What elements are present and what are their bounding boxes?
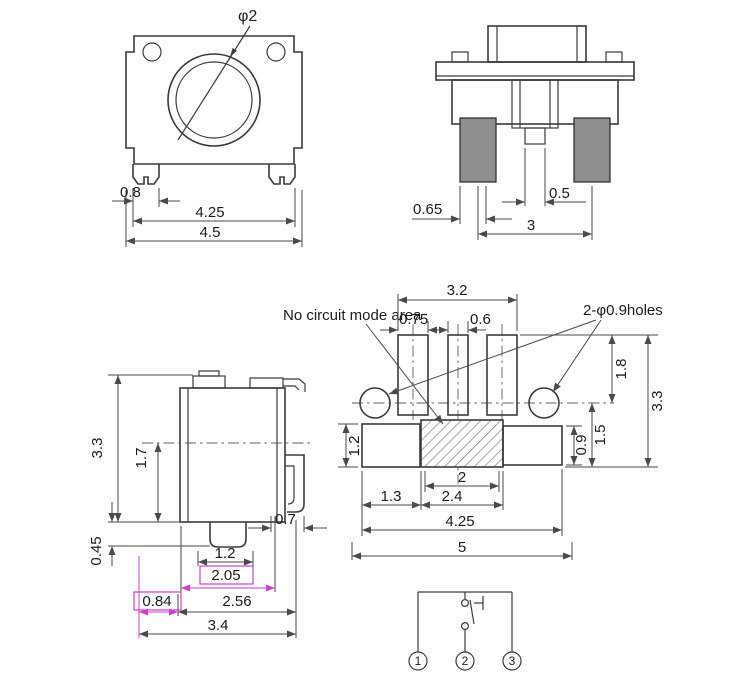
- dim-fp-lower-span: 4.25: [445, 513, 474, 530]
- side-leg-outer: [285, 454, 305, 513]
- dim-fp-lower-left: 1.3: [381, 488, 402, 505]
- pad-top-right: [486, 334, 518, 416]
- footprint-view: No circuit mode area 2-φ0.9holes: [283, 282, 666, 560]
- top-claw-outer: [283, 378, 306, 392]
- dim-top-leg-width: 0.8: [120, 184, 141, 201]
- top-bump: [192, 375, 226, 389]
- top-claw-inner: [283, 385, 300, 391]
- button-outer-circle: [167, 53, 261, 147]
- note-leader-line: [365, 323, 444, 425]
- dim-fp-pad-left: 0.75: [399, 311, 428, 328]
- no-circuit-area: [420, 419, 504, 468]
- corner-peg-left: [142, 42, 162, 62]
- diameter-label: φ2: [238, 8, 257, 25]
- flange: [435, 61, 635, 81]
- diameter-leader-line: [177, 25, 251, 141]
- flange-tab-right: [605, 51, 623, 63]
- dim-side-height: 3.3: [89, 438, 106, 459]
- top-view-left-leg: [132, 164, 160, 185]
- highlight-box-2-05: [199, 565, 254, 585]
- dim-fp-total-height: 3.3: [649, 391, 666, 412]
- terminal-2-circle: [455, 651, 475, 671]
- plunger-block: [511, 79, 559, 129]
- holes-leader-right: [552, 319, 602, 393]
- dim-front-pitch: 3: [527, 217, 535, 234]
- dim-fp-lower-mid: 2.4: [442, 488, 463, 505]
- dim-fp-total-width: 5: [458, 539, 466, 556]
- top-view: φ2 0.8 4.25 4.5: [112, 8, 303, 247]
- right-terminal: [573, 117, 611, 183]
- contact-upper: [461, 598, 470, 607]
- side-body: [179, 387, 286, 523]
- pad-mid-right: [502, 425, 563, 466]
- dim-side-offset-b: 0.84: [142, 593, 171, 610]
- pad-top-middle: [447, 334, 469, 416]
- corner-peg-right: [266, 42, 286, 62]
- dim-side-offset-a: 2.05: [211, 567, 240, 584]
- top-view-right-leg: [268, 164, 296, 185]
- top-bump-cap: [198, 370, 220, 377]
- dim-side-inner-height: 1.7: [133, 448, 150, 469]
- top-view-dimension-lines: [112, 188, 303, 247]
- leader-arrowhead: [230, 48, 237, 57]
- dim-front-leg: 0.65: [413, 201, 442, 218]
- schematic: 1 2 3: [408, 591, 522, 671]
- button-inner-circle: [175, 61, 253, 139]
- dim-top-leg-span: 4.25: [195, 204, 224, 221]
- highlight-box-0-84: [133, 591, 182, 611]
- pad-mid-left: [361, 423, 421, 468]
- no-circuit-note: No circuit mode area: [283, 307, 422, 324]
- dim-fp-hole-offset: 1.8: [613, 359, 630, 380]
- terminal-1-circle: [408, 651, 428, 671]
- dim-side-offset-c: 2.56: [222, 593, 251, 610]
- dim-top-body-width: 4.5: [200, 224, 221, 241]
- schematic-wires: [417, 591, 513, 652]
- side-view-dimension-lines: [108, 374, 327, 638]
- mounting-hole-right: [528, 387, 560, 419]
- terminal-3-circle: [502, 651, 522, 671]
- side-leg-inner: [285, 465, 295, 505]
- side-view: 3.3 1.7 0.45 0.7 1.2 2.05 0.84 2.56 3.4: [88, 370, 327, 638]
- flange-tab-left: [451, 51, 469, 63]
- left-terminal: [459, 117, 497, 183]
- bottom-pin: [209, 522, 247, 548]
- dim-side-foot: 0.7: [275, 511, 296, 528]
- dim-side-pin-height: 0.45: [88, 536, 105, 565]
- button-knob: [487, 25, 587, 63]
- pad-top-left: [397, 334, 429, 416]
- footprint-dimension-lines: [338, 294, 658, 560]
- dim-fp-pad-height: 1.2: [346, 436, 363, 457]
- mounting-hole-left: [359, 387, 391, 419]
- terminal-1-label: 1: [415, 654, 422, 668]
- terminal-2-label: 2: [462, 654, 469, 668]
- holes-leader-left: [388, 319, 597, 395]
- dim-fp-pad-mid: 0.6: [470, 311, 491, 328]
- top-right-stub: [249, 377, 284, 389]
- dim-side-width: 3.4: [208, 617, 229, 634]
- front-view: 0.65 0.5 3: [412, 25, 635, 240]
- dim-fp-pad-right-height: 0.9: [573, 435, 590, 456]
- holes-label: 2-φ0.9holes: [583, 302, 663, 319]
- dim-side-pin-width: 1.2: [215, 545, 236, 562]
- top-view-body-outline: [125, 35, 303, 165]
- dim-fp-center: 2: [458, 469, 466, 486]
- center-pin: [524, 127, 546, 145]
- dim-front-pin: 0.5: [549, 185, 570, 202]
- contact-lower: [461, 621, 470, 630]
- front-view-dimension-lines: [412, 148, 593, 240]
- dim-fp-lower-offset: 1.5: [592, 425, 609, 446]
- terminal-3-label: 3: [509, 654, 516, 668]
- dim-fp-top-span: 3.2: [447, 282, 468, 299]
- switch-blade: [469, 599, 475, 625]
